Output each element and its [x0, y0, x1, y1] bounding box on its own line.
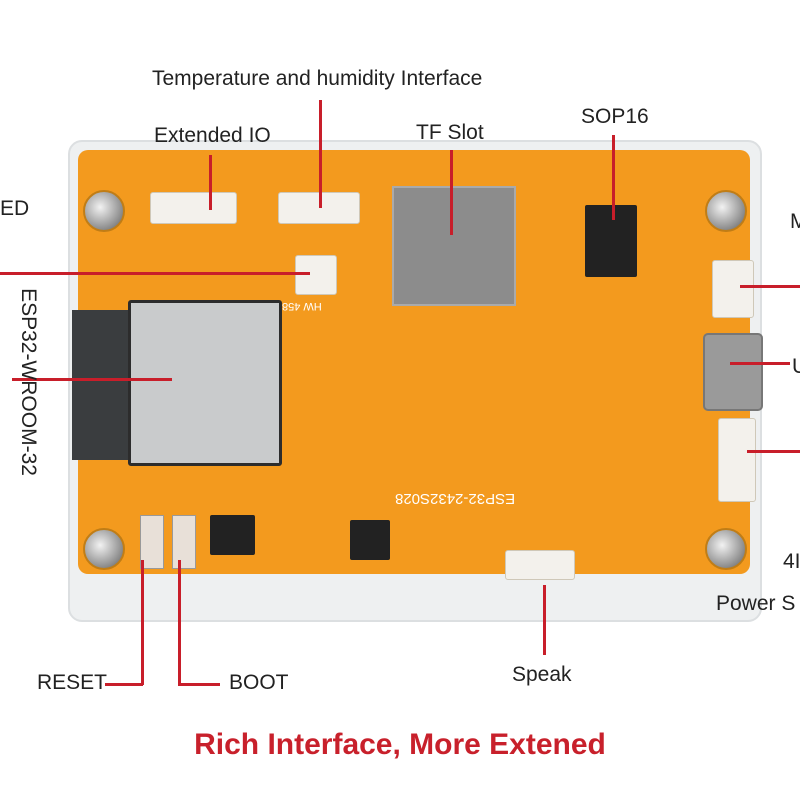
label-tf-slot: TF Slot — [416, 121, 484, 144]
four-pin-connector — [718, 418, 756, 502]
callout-line — [612, 135, 615, 220]
led-connector — [295, 255, 337, 295]
extended-io-connector — [150, 192, 237, 224]
esp32-module — [128, 300, 282, 466]
label-reset: RESET — [37, 671, 108, 694]
esp32-antenna — [72, 310, 130, 460]
callout-line — [178, 683, 220, 686]
tf-slot — [392, 186, 516, 306]
label-micro-usb: M — [790, 210, 800, 233]
callout-line — [730, 362, 790, 365]
callout-line — [209, 155, 212, 210]
reset-button[interactable] — [140, 515, 164, 569]
callout-line — [0, 272, 310, 275]
callout-line — [319, 100, 322, 208]
screw-icon — [83, 190, 125, 232]
callout-line — [747, 450, 800, 453]
callout-line — [105, 683, 143, 686]
micro-usb-port — [712, 260, 754, 318]
chip — [210, 515, 255, 555]
label-sop16: SOP16 — [581, 105, 649, 128]
label-speak: Speak — [512, 663, 572, 686]
label-power-switch: Power S — [716, 592, 796, 615]
callout-line — [543, 585, 546, 655]
speaker-connector — [505, 550, 575, 580]
board-hw-silkscreen: HW 458 — [282, 300, 322, 312]
screw-icon — [705, 190, 747, 232]
board-model-silkscreen: ESP32-2432S028 — [395, 490, 516, 507]
usb-c-port — [703, 333, 763, 411]
callout-line — [141, 560, 144, 685]
label-extended-io: Extended IO — [154, 124, 271, 147]
callout-line — [740, 285, 800, 288]
label-boot: BOOT — [229, 671, 289, 694]
screw-icon — [705, 528, 747, 570]
callout-line — [12, 378, 172, 381]
label-esp32: ESP32-WROOM-32 — [16, 288, 40, 476]
callout-line — [450, 150, 453, 235]
screw-icon — [83, 528, 125, 570]
chip — [350, 520, 390, 560]
boot-button[interactable] — [172, 515, 196, 569]
label-led: ED — [0, 197, 30, 220]
callout-line — [178, 560, 181, 685]
sop16-chip — [585, 205, 637, 277]
label-temp-humidity: Temperature and humidity Interface — [152, 67, 483, 90]
label-usb-c: U — [792, 355, 800, 378]
caption: Rich Interface, More Extened — [194, 728, 606, 761]
label-four-pin: 4I — [783, 550, 800, 573]
